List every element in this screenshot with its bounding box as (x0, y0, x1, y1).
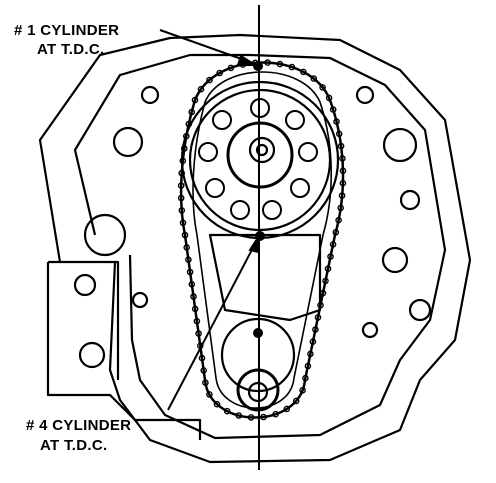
chain-link (325, 94, 333, 102)
chain-link (264, 59, 271, 66)
chain-link (310, 75, 318, 82)
chain-link (329, 106, 337, 113)
chain-link (314, 314, 322, 321)
cam-center (248, 136, 276, 164)
chain-link (332, 228, 340, 236)
chain-link (213, 400, 221, 408)
chain-link (186, 268, 194, 276)
chain-link (333, 118, 340, 125)
chain-link (183, 244, 190, 251)
chain-link (179, 157, 187, 165)
block-bolt-holes (73, 85, 432, 369)
left-bracket (46, 260, 202, 440)
engine-block-inner-outline (73, 53, 447, 440)
chain-link (191, 305, 199, 313)
chain-link (299, 386, 306, 394)
chain-link (276, 60, 284, 68)
chain-link (292, 397, 300, 405)
chain-link (181, 231, 189, 239)
chain-link (193, 317, 201, 325)
chain-link (309, 338, 317, 346)
chain-link (200, 367, 207, 374)
cyl4-arrowhead (248, 232, 261, 254)
chain-link (322, 277, 329, 285)
cyl1-leader-line (159, 29, 251, 63)
chain-link (179, 219, 187, 227)
chain-link (247, 414, 255, 421)
cyl4-leader-line (167, 241, 257, 411)
chain-link (317, 301, 324, 309)
chain-link (329, 241, 337, 248)
chain-link (312, 326, 319, 333)
chain-link (227, 64, 235, 72)
chain-link (339, 179, 347, 187)
chain-link (177, 194, 185, 202)
chain-link (288, 63, 296, 71)
chain-link (327, 253, 334, 260)
chain-link (272, 410, 279, 418)
chain-link (324, 265, 332, 273)
chain-link (337, 142, 345, 150)
chain-link (197, 85, 205, 93)
cyl1-label-line1: # 1 CYLINDER (14, 22, 120, 39)
tensioner-plate (208, 233, 322, 322)
cam-sprocket-holes (198, 98, 318, 220)
chain-link (206, 76, 213, 84)
chain-link (198, 354, 206, 362)
chain-link (182, 132, 190, 140)
chain-link (223, 407, 231, 415)
cyl4-label-line2: AT T.D.C. (40, 437, 108, 454)
chain-link (195, 330, 202, 337)
chain-link (307, 350, 314, 358)
chain-link (283, 405, 291, 413)
chain-link (335, 216, 342, 224)
chain-link (319, 84, 326, 91)
chain-link (319, 289, 327, 297)
cyl4-label-line1: # 4 CYLINDER (26, 417, 132, 434)
chain-link (206, 391, 213, 398)
chain-link (202, 379, 209, 387)
chain-links (177, 59, 347, 421)
chain-link (185, 120, 193, 128)
chain-link (338, 192, 346, 199)
chain-link (260, 413, 267, 421)
chain-link (180, 145, 188, 152)
chain-link (300, 68, 307, 76)
chain-link (188, 108, 195, 116)
chain-link (178, 207, 186, 214)
chain-link (177, 182, 185, 189)
chain-link (335, 130, 343, 138)
chain-link (188, 280, 196, 288)
chain-link (190, 293, 197, 300)
cam-bolt (255, 143, 269, 157)
engine-block-outline (38, 33, 472, 464)
chain-link (185, 256, 192, 264)
chain-link (339, 155, 346, 162)
chain-link (191, 96, 199, 104)
chain-link (304, 362, 312, 370)
chain-link (216, 69, 223, 77)
cyl1-arrowhead (236, 54, 259, 66)
chain-link (337, 204, 345, 212)
chain-link (235, 412, 243, 419)
timing-chain-inner (192, 71, 333, 409)
chain-link (178, 169, 185, 177)
chain-link (339, 167, 347, 175)
cyl1-label-line2: AT T.D.C. (37, 41, 105, 58)
chain-link (302, 374, 309, 382)
